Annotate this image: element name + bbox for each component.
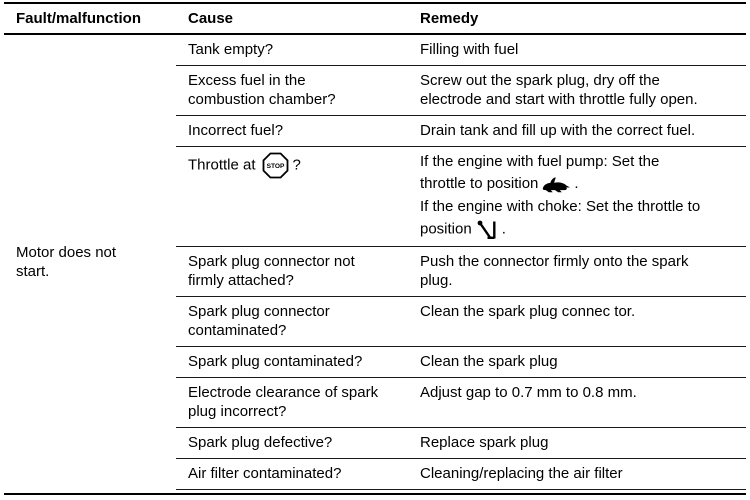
table-row: Electrode clearance of spark plug incorr… — [4, 376, 746, 428]
remedy-cell: If the engine with fuel pump: Set the th… — [408, 146, 746, 247]
remedy-cell: Clean the spark plug — [408, 345, 746, 378]
remedy-line-punct: . — [501, 220, 506, 237]
header-fault: Fault/malfunction — [4, 3, 176, 35]
cause-cell: Spark plug connector not firmly attached… — [176, 245, 408, 297]
table-row: Excess fuel in the combustion chamber? S… — [4, 65, 746, 116]
remedy-cell: Push the connector firmly onto the spark… — [408, 245, 746, 297]
table-row: Incorrect fuel? Drain tank and fill up w… — [4, 115, 746, 147]
cause-cell: Incorrect fuel? — [176, 115, 408, 147]
cause-cell: Electrode clearance of spark plug incorr… — [176, 376, 408, 428]
cause-cell: Spark plug connector contaminated? — [176, 295, 408, 347]
cause-cell: Spark plug defective? — [176, 426, 408, 459]
remedy-line-text: throttle to position — [420, 175, 539, 192]
remedy-line: throttle to position . — [420, 174, 738, 194]
remedy-cell: Cleaning/replacing the air filter — [408, 457, 746, 490]
table-row: Throttle at STOP ? If the engine with fu… — [4, 146, 746, 247]
table-row: Spark plug contaminated? Clean the spark… — [4, 345, 746, 378]
remedy-cell: Clean the spark plug connec tor. — [408, 295, 746, 347]
cause-throttle-prefix: Throttle at — [188, 156, 256, 174]
remedy-cell: Drain tank and fill up with the correct … — [408, 115, 746, 147]
cause-cell: Excess fuel in the combustion chamber? — [176, 65, 408, 116]
table-row: Air filter contaminated? Cleaning/replac… — [4, 457, 746, 490]
table-row: Spark plug connector not firmly attached… — [4, 245, 746, 297]
header-cause: Cause — [176, 3, 408, 35]
remedy-cell: Screw out the spark plug, dry off the el… — [408, 65, 746, 116]
remedy-line-text: position — [420, 220, 472, 237]
header-row: Fault/malfunction Cause Remedy — [4, 3, 746, 35]
remedy-cell: Adjust gap to 0.7 mm to 0.8 mm. — [408, 376, 746, 428]
cause-cell: Throttle at STOP ? — [176, 146, 408, 247]
header-remedy: Remedy — [408, 3, 746, 35]
remedy-cell: Filling with fuel — [420, 41, 519, 58]
table-row: Spark plug connector contaminated? Clean… — [4, 295, 746, 347]
stop-icon-label: STOP — [266, 163, 284, 170]
remedy-cell: Replace spark plug — [408, 426, 746, 459]
troubleshooting-table-wrapper: Fault/malfunction Cause Remedy Motor doe… — [4, 2, 746, 495]
remedy-line-punct: . — [574, 175, 579, 192]
table-row: Spark plug defective? Replace spark plug — [4, 426, 746, 459]
cause-cell: Tank empty? — [188, 41, 274, 58]
cause-cell: Air filter contaminated? — [176, 457, 408, 490]
choke-icon — [477, 220, 496, 239]
troubleshooting-table: Fault/malfunction Cause Remedy Motor doe… — [4, 2, 746, 490]
cause-cell: Spark plug contaminated? — [176, 345, 408, 378]
rabbit-icon — [543, 176, 571, 192]
remedy-line: position . — [420, 219, 738, 240]
stop-icon: STOP — [262, 152, 288, 179]
remedy-line: If the engine with choke: Set the thrott… — [420, 197, 701, 215]
remedy-line: If the engine with fuel pump: Set the — [420, 153, 660, 170]
table-row: Motor does not start. Tank empty? Fillin… — [4, 34, 746, 280]
cause-throttle-suffix: ? — [292, 156, 301, 174]
fault-cell: Motor does not start. — [16, 243, 117, 280]
